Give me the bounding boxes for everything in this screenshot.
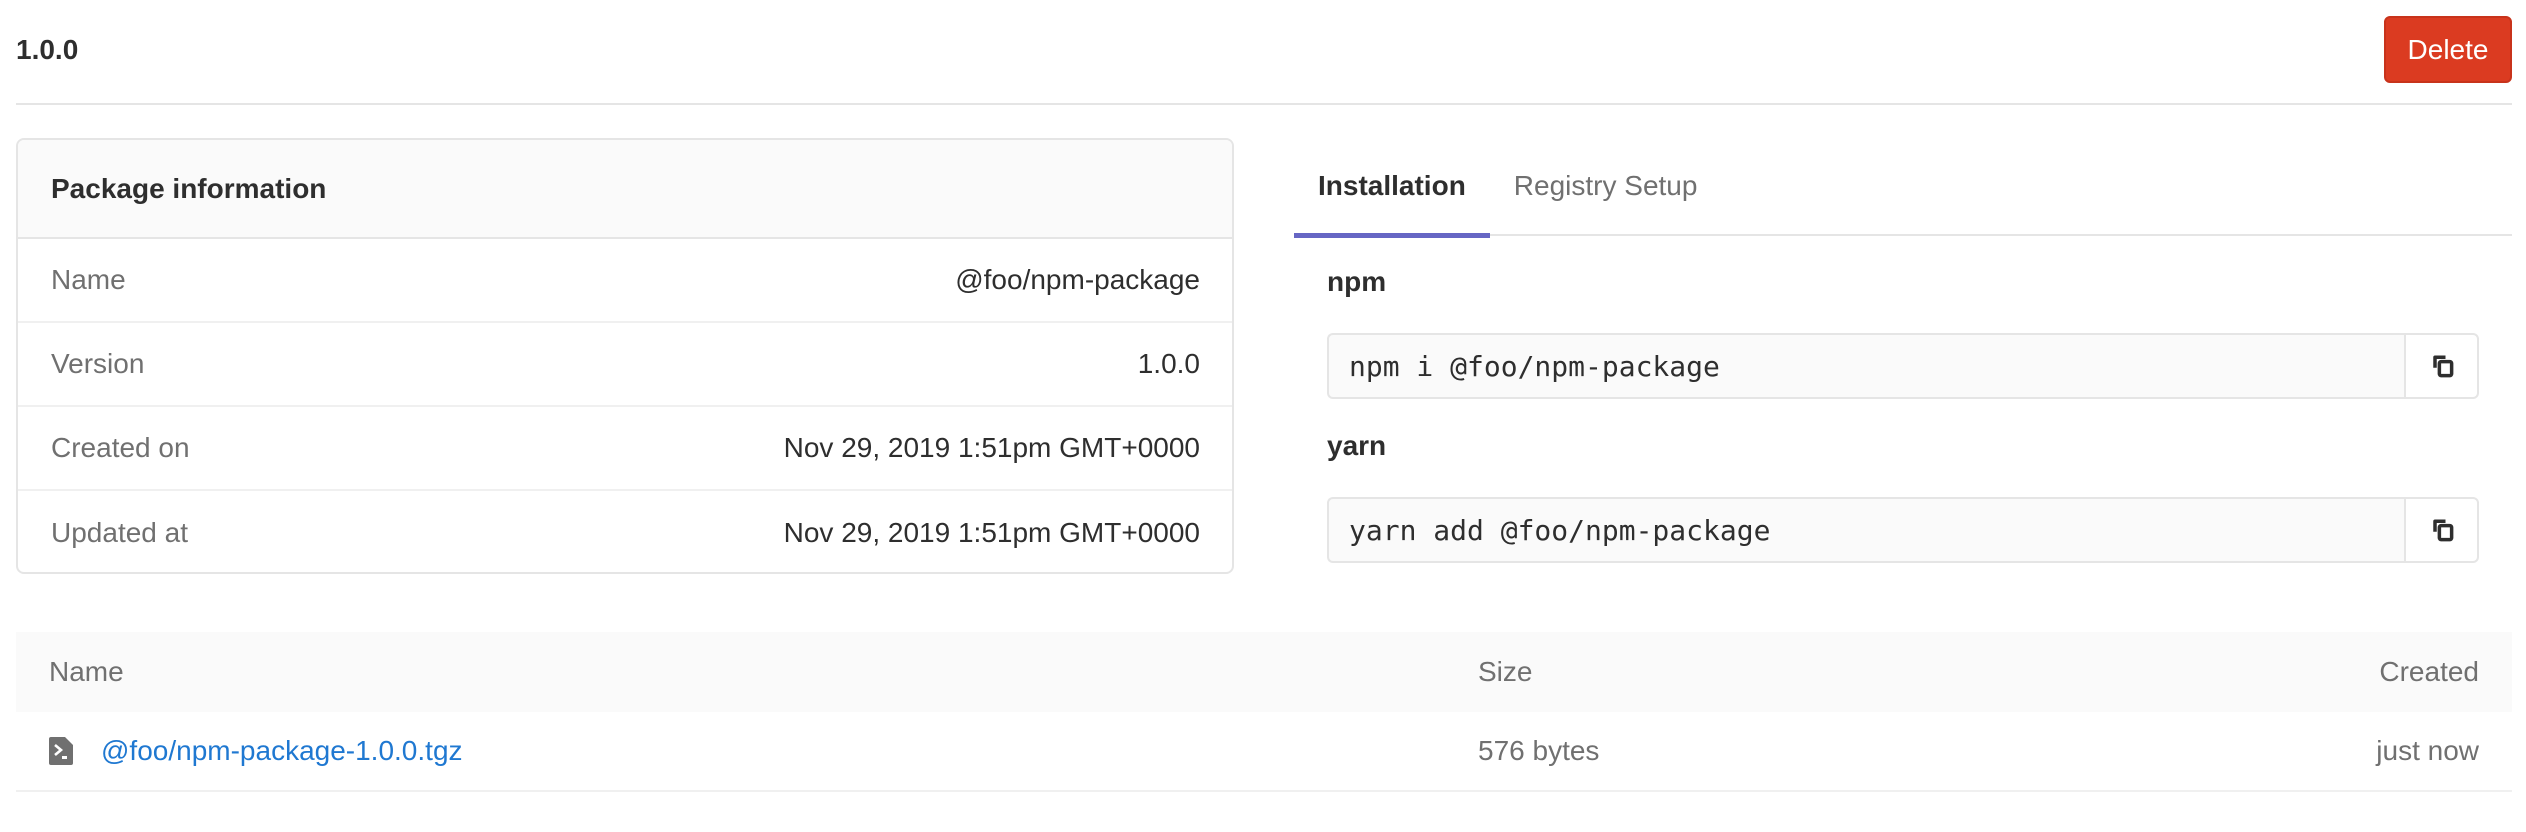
info-value: @foo/npm-package bbox=[955, 264, 1200, 295]
installation-tabs: Installation Registry Setup bbox=[1294, 150, 2512, 238]
npm-label: npm bbox=[1327, 266, 1387, 297]
copy-yarn-button[interactable] bbox=[2404, 497, 2479, 563]
file-download-link[interactable]: @foo/npm-package-1.0.0.tgz bbox=[101, 735, 463, 766]
tab-registry-setup[interactable]: Registry Setup bbox=[1513, 170, 1698, 201]
info-label: Version bbox=[51, 348, 145, 379]
info-value: 1.0.0 bbox=[1137, 348, 1200, 379]
yarn-label: yarn bbox=[1327, 430, 1387, 461]
info-row-updated: Updated at Nov 29, 2019 1:51pm GMT+0000 bbox=[18, 491, 1232, 572]
table-header: Name Size Created bbox=[16, 632, 2512, 712]
npm-command-input[interactable]: npm i @foo/npm-package bbox=[1327, 333, 2404, 399]
info-value: Nov 29, 2019 1:51pm GMT+0000 bbox=[783, 432, 1200, 463]
info-label: Updated at bbox=[51, 517, 188, 548]
info-value: Nov 29, 2019 1:51pm GMT+0000 bbox=[783, 517, 1200, 548]
file-size: 576 bytes bbox=[1478, 735, 1600, 766]
copy-icon bbox=[2432, 355, 2453, 378]
npm-command-group: npm i @foo/npm-package bbox=[1327, 333, 2479, 399]
header-divider bbox=[16, 103, 2512, 105]
yarn-command-input[interactable]: yarn add @foo/npm-package bbox=[1327, 497, 2404, 563]
column-header-size: Size bbox=[1478, 656, 1533, 687]
table-row: @foo/npm-package-1.0.0.tgz 576 bytes jus… bbox=[16, 712, 2512, 792]
file-created: just now bbox=[2376, 735, 2479, 766]
file-name-cell: @foo/npm-package-1.0.0.tgz bbox=[16, 735, 1478, 767]
info-row-created: Created on Nov 29, 2019 1:51pm GMT+0000 bbox=[18, 407, 1232, 491]
package-information-card: Package information Name @foo/npm-packag… bbox=[16, 138, 1234, 574]
info-label: Created on bbox=[51, 432, 190, 463]
info-row-name: Name @foo/npm-package bbox=[18, 239, 1232, 323]
info-label: Name bbox=[51, 264, 126, 295]
column-header-name: Name bbox=[49, 656, 124, 687]
yarn-command-group: yarn add @foo/npm-package bbox=[1327, 497, 2479, 563]
column-header-created: Created bbox=[2379, 656, 2479, 687]
delete-button[interactable]: Delete bbox=[2384, 16, 2512, 83]
tab-installation[interactable]: Installation bbox=[1294, 150, 1490, 238]
file-archive-icon bbox=[49, 737, 73, 765]
card-title: Package information bbox=[18, 140, 1232, 239]
package-files-table: Name Size Created @foo/npm-package-1.0.0… bbox=[16, 632, 2512, 792]
page-title: 1.0.0 bbox=[16, 34, 79, 65]
copy-icon bbox=[2432, 519, 2453, 542]
info-row-version: Version 1.0.0 bbox=[18, 323, 1232, 407]
copy-npm-button[interactable] bbox=[2404, 333, 2479, 399]
